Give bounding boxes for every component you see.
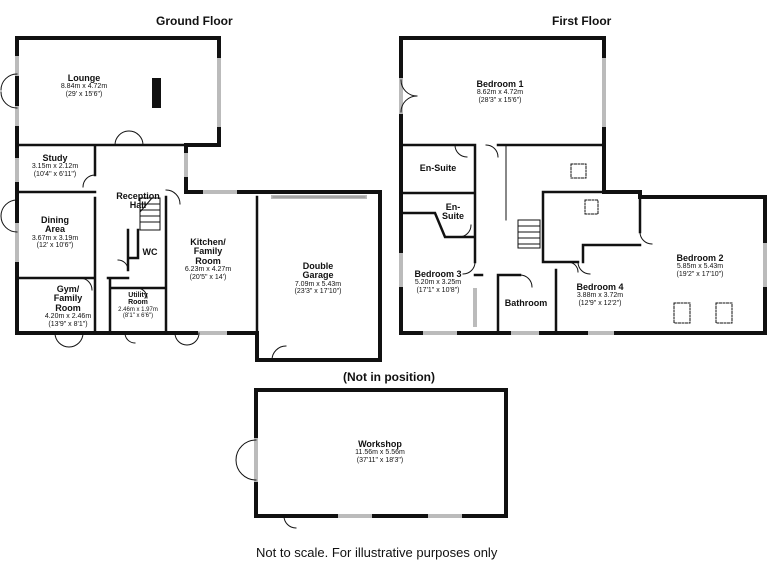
room-name: Utility Room xyxy=(128,292,148,307)
room-metric: 2.46m x 1.97m xyxy=(118,306,158,313)
room-gym-family: Gym/ Family Room 4.20m x 2.46m (13'9" x … xyxy=(44,284,92,328)
room-kitchen-family: Kitchen/ Family Room 6.23m x 4.27m (20'5… xyxy=(184,237,232,281)
room-name: Study xyxy=(42,153,68,163)
room-utility: Utility Room 2.46m x 1.97m (8'1" x 6'6") xyxy=(118,292,158,319)
first-floor-plan xyxy=(399,36,767,335)
room-metric: 5.85m x 5.43m xyxy=(676,263,724,271)
not-in-position-heading: (Not in position) xyxy=(343,370,435,384)
room-metric: 3.88m x 3.72m xyxy=(576,292,624,300)
room-imperial: (19'2" x 17'10") xyxy=(676,270,724,278)
workshop-door-swings xyxy=(235,439,297,529)
room-metric: 5.20m x 3.25m xyxy=(414,279,462,287)
room-name: Kitchen/ Family Room xyxy=(190,237,226,266)
room-dining-area: Dining Area 3.67m x 3.19m (12' x 10'6") xyxy=(31,215,79,250)
room-imperial: (37'11" x 18'3") xyxy=(356,456,404,464)
ground-floor-plan xyxy=(0,36,382,362)
first-windows xyxy=(399,58,767,335)
room-reception-hall: Reception Hall xyxy=(116,158,160,227)
room-metric: 11.56m x 5.56m xyxy=(355,449,405,457)
room-name: Reception Hall xyxy=(116,190,160,211)
room-double-garage: Double Garage 7.09m x 5.43m (23'3" x 17'… xyxy=(294,261,342,296)
room-name: Bedroom 3 xyxy=(414,269,462,279)
ground-door-swings xyxy=(0,73,287,361)
room-bathroom: Bathroom xyxy=(504,298,548,308)
disclaimer-footer: Not to scale. For illustrative purposes … xyxy=(256,545,498,560)
room-metric: 3.67m x 3.19m xyxy=(31,234,79,242)
room-imperial: (10'4" x 6'11") xyxy=(33,170,77,178)
room-lounge: Lounge 8.84m x 4.72m (29' x 15'6") xyxy=(60,73,108,98)
room-name: Lounge xyxy=(67,73,101,83)
room-bedroom-3: Bedroom 3 5.20m x 3.25m (17'1" x 10'8") xyxy=(414,269,462,294)
room-name: En- Suite xyxy=(441,202,465,222)
room-name: Bedroom 1 xyxy=(476,79,524,89)
room-wc: WC xyxy=(142,247,158,257)
workshop-plan xyxy=(235,388,508,529)
room-imperial: (12' x 10'6") xyxy=(36,242,74,250)
room-name: Bedroom 2 xyxy=(676,253,724,263)
ground-stairs xyxy=(139,197,161,231)
lounge-fireplace xyxy=(152,78,161,108)
room-en-suite-1: En-Suite xyxy=(419,163,457,173)
room-en-suite-2: En- Suite xyxy=(441,202,465,222)
room-name: Bedroom 4 xyxy=(576,282,624,292)
room-imperial: (23'3" x 17'10") xyxy=(294,288,342,296)
room-name: En-Suite xyxy=(419,163,457,173)
room-name: Double Garage xyxy=(302,261,334,281)
room-metric: 6.23m x 4.27m xyxy=(184,266,232,274)
first-door-swings xyxy=(400,79,653,288)
room-name: Gym/ Family Room xyxy=(53,284,83,313)
room-bedroom-4: Bedroom 4 3.88m x 3.72m (12'9" x 12'2") xyxy=(576,282,624,307)
room-metric: 3.15m x 2.12m xyxy=(31,163,79,171)
first-floor-heading: First Floor xyxy=(552,14,612,28)
room-bedroom-1: Bedroom 1 8.62m x 4.72m (28'3" x 15'6") xyxy=(476,79,524,104)
room-metric: 4.20m x 2.46m xyxy=(44,313,92,321)
room-metric: 8.84m x 4.72m xyxy=(60,83,108,91)
workshop-windows xyxy=(254,438,462,518)
room-name: Bathroom xyxy=(504,298,548,308)
room-imperial: (20'5" x 14') xyxy=(189,273,227,281)
room-imperial: (12'9" x 12'2") xyxy=(578,299,622,307)
room-name: WC xyxy=(142,247,158,257)
room-workshop: Workshop 11.56m x 5.56m (37'11" x 18'3") xyxy=(355,439,405,464)
room-name: Dining Area xyxy=(41,215,69,235)
room-imperial: (28'3" x 15'6") xyxy=(478,96,522,104)
room-study: Study 3.15m x 2.12m (10'4" x 6'11") xyxy=(31,153,79,178)
room-bedroom-2: Bedroom 2 5.85m x 5.43m (19'2" x 17'10") xyxy=(676,253,724,278)
first-stairs xyxy=(505,144,541,249)
room-imperial: (8'1" x 6'6") xyxy=(122,312,154,319)
first-floor-internal-walls xyxy=(399,143,642,335)
room-metric: 8.62m x 4.72m xyxy=(476,89,524,97)
room-imperial: (13'9" x 8'1") xyxy=(48,320,88,328)
room-name: Workshop xyxy=(358,439,402,449)
room-imperial: (29' x 15'6") xyxy=(65,90,103,98)
room-metric: 7.09m x 5.43m xyxy=(294,280,342,288)
room-imperial: (17'1" x 10'8") xyxy=(416,286,460,294)
ground-floor-heading: Ground Floor xyxy=(156,14,233,28)
skylights xyxy=(570,163,733,324)
